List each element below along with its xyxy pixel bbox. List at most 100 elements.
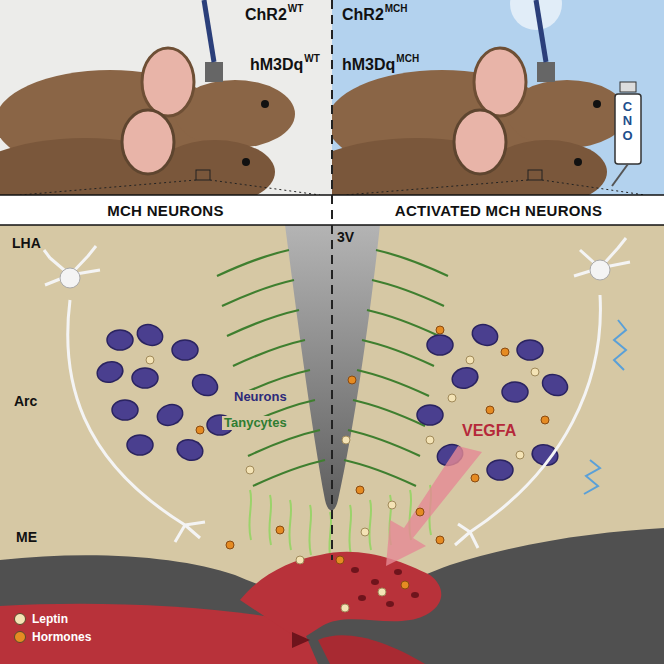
hormone-dot [401,581,409,589]
neuron [134,321,165,349]
leptin-dot [378,588,386,596]
band-title: MCH NEURONS [107,202,224,219]
axon [455,295,600,548]
mice-right [332,0,627,195]
mice [0,0,295,195]
leptin-dot [361,528,369,536]
leptin-dot [516,451,524,459]
leptin-dot [531,368,539,376]
hormone-dot [348,376,356,384]
neuron [450,365,480,391]
leptin-dot [342,436,350,444]
neuron [132,368,158,388]
tanycyte [376,250,448,276]
blood-vessel [240,552,441,640]
leptin-dot [296,556,304,564]
neuron [517,340,543,360]
fenestration [371,579,379,585]
leptin-dot [146,356,154,364]
cell-label: Neurons [232,390,289,404]
neurons-left [95,321,233,463]
hormone-dot [336,556,344,564]
genotype-sup: MCH [385,3,408,14]
genotype-sup: WT [304,53,320,64]
factor-label: VEGFA [462,422,516,440]
tanycyte [222,280,294,306]
neuron [469,321,500,349]
hormone-dot [276,526,284,534]
neuron [95,359,125,385]
syringe-label: CNO [621,100,634,143]
axon [68,300,205,542]
legend-swatch [14,631,26,643]
genotype-sup: MCH [396,53,419,64]
divider [331,0,333,560]
neuron [127,435,153,455]
syringe [612,82,641,186]
zoom-line [542,180,645,195]
hormone-dot [226,541,234,549]
band-cell: ACTIVATED MCH NEURONS [333,196,664,224]
cell-label: Tanycytes [222,416,289,430]
fenestration [386,601,394,607]
neuron [175,437,205,463]
leptin-dot [341,604,349,612]
syringe-body [615,94,641,164]
tanycyte-process [369,500,371,550]
region-label: LHA [12,236,41,251]
neurons-right [417,321,571,480]
tanycyte [362,340,434,366]
tanycytes-right [344,250,448,486]
mice [332,0,627,195]
fenestration [394,569,402,575]
hormone-dot [356,486,364,494]
neuron [502,382,528,402]
legend-text: Hormones [32,630,91,644]
tanycyte-process [309,505,311,555]
tanycyte [357,370,429,396]
neuron [189,370,221,399]
zoom-line [345,180,528,195]
lha-neuron-right [455,238,630,548]
tanycyte [233,340,305,366]
activity-zigzag [614,320,626,370]
genotype-sup: WT [288,3,304,14]
neuron [172,340,198,360]
hormone-dot [196,426,204,434]
fenestration [351,567,359,573]
tanycyte [253,460,325,486]
hormone-dot [416,508,424,516]
tanycyte-process [349,505,351,555]
soma [590,260,610,280]
activity-zigzag [584,460,600,494]
mice-left [0,0,295,195]
neuron [487,460,513,480]
tanycyte-process [269,495,271,545]
legend-swatch [14,613,26,625]
particles [146,326,549,612]
zoom-line [20,180,196,195]
tanycytes-left [217,250,325,486]
neuron [427,335,453,355]
hormone-dot [501,348,509,356]
syringe-plunger [620,82,636,92]
tanycyte [348,430,420,456]
leptin-dot [448,394,456,402]
tanycyte-process [289,500,291,550]
blood-vessel [318,635,425,664]
zoom-line [210,180,320,195]
soma [60,268,80,288]
construct-label: hM3Dq [342,56,395,74]
hormone-dot [541,416,549,424]
neuron [112,400,138,420]
region-label: 3V [337,230,354,245]
neuron [107,330,133,350]
band-cell: MCH NEURONS [0,196,331,224]
band-title: ACTIVATED MCH NEURONS [395,202,602,219]
neuron [417,405,443,425]
leptin-dot [466,356,474,364]
neuron [154,401,185,429]
fenestration [358,595,366,601]
